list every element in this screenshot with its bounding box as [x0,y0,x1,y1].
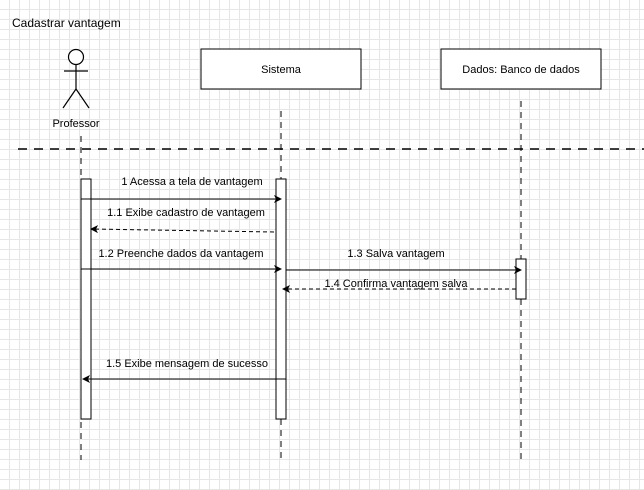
message-1-1[interactable]: 1.1 Exibe cadastro de vantagem [90,207,275,234]
diagram-title: Cadastrar vantagem [12,16,121,30]
message-1-3-label: 1.3 Salva vantagem [347,248,444,260]
participant-dados-label: Dados: Banco de dados [462,64,580,76]
message-1-5-label: 1.5 Exibe mensagem de sucesso [106,358,268,370]
participant-sistema-label: Sistema [261,64,302,76]
participant-sistema[interactable]: Sistema [200,48,362,90]
activation-bar-professor[interactable] [80,178,92,420]
actor-label: Professor [52,118,99,130]
message-1-5[interactable]: 1.5 Exibe mensagem de sucesso [82,358,286,383]
message-1-3[interactable]: 1.3 Salva vantagem [286,248,522,274]
message-1[interactable]: 1 Acessa a tela de vantagem [81,176,282,203]
actor-professor[interactable]: Professor [52,48,100,131]
message-1-2-label: 1.2 Preenche dados da vantagem [98,248,263,260]
message-1-4-label: 1.4 Confirma vantagem salva [324,278,468,290]
message-1-4[interactable]: 1.4 Confirma vantagem salva [282,278,516,293]
activation-bar-sistema[interactable] [275,178,287,420]
participant-dados[interactable]: Dados: Banco de dados [440,48,602,90]
message-1-2[interactable]: 1.2 Preenche dados da vantagem [81,248,282,273]
activation-bar-dados[interactable] [515,258,527,300]
message-1-label: 1 Acessa a tela de vantagem [121,176,262,188]
stick-figure-icon [62,48,90,109]
message-1-1-label: 1.1 Exibe cadastro de vantagem [107,207,265,219]
